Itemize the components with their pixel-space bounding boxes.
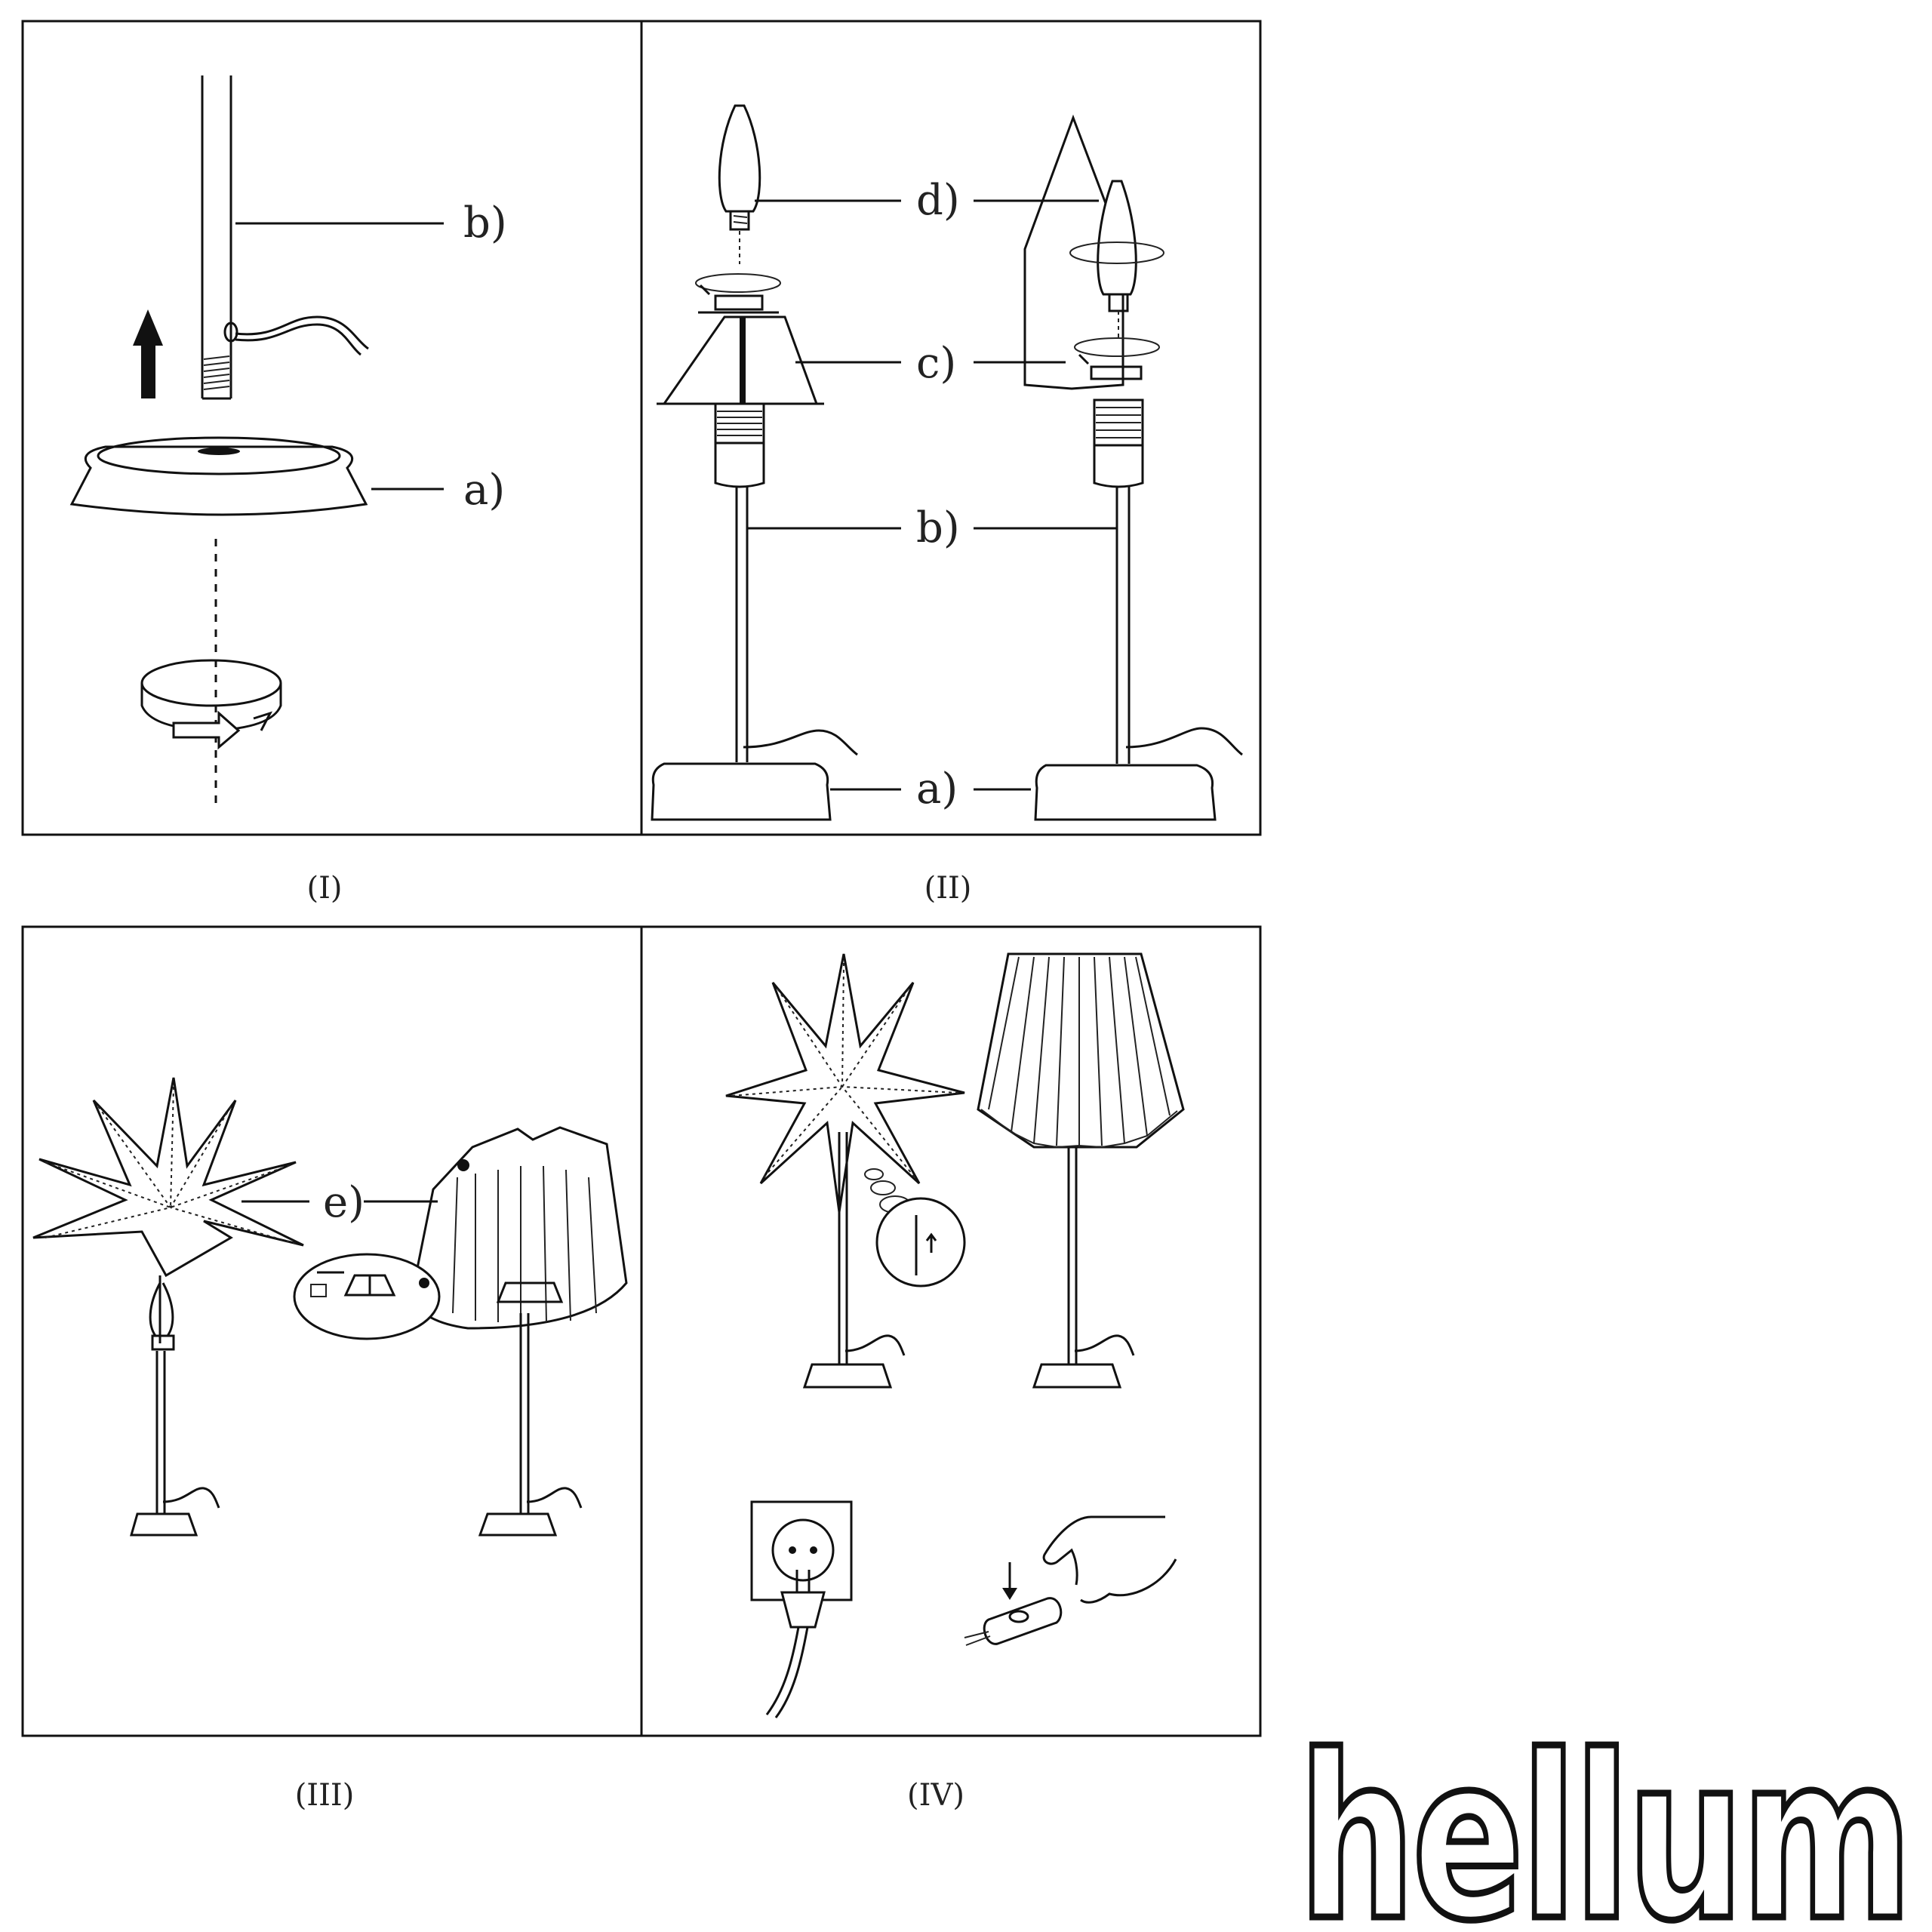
label-d: d) [916,176,960,225]
label-e: e) [323,1178,365,1227]
arrow-up-icon [133,309,163,398]
rotate-icon [140,659,282,750]
panel-1-frame [21,20,643,836]
label-a-2: a) [916,764,958,814]
panel-4-frame [640,925,1262,1737]
caption-panel-1: (I) [306,871,342,906]
panel-1: b) a) [69,75,507,811]
label-b: b) [463,198,507,248]
panel-3: e) [32,1077,628,1537]
caption-panel-3: (III) [295,1778,355,1813]
label-b-2: b) [916,503,960,552]
caption-panel-4: (IV) [907,1778,964,1813]
wall-socket-icon [750,1500,853,1718]
label-c: c) [916,339,956,388]
panel-2: d) c) b) a) [651,104,1243,821]
caption-panel-2: (II) [924,871,972,906]
panel-4 [725,952,1185,1718]
bulb-icon [718,104,761,264]
label-a: a) [463,466,505,515]
brand-logo: hellum [1298,1707,1909,1932]
star-icon [32,1077,304,1278]
panel-2-frame [640,20,1262,836]
hand-switch-icon [964,1515,1177,1646]
